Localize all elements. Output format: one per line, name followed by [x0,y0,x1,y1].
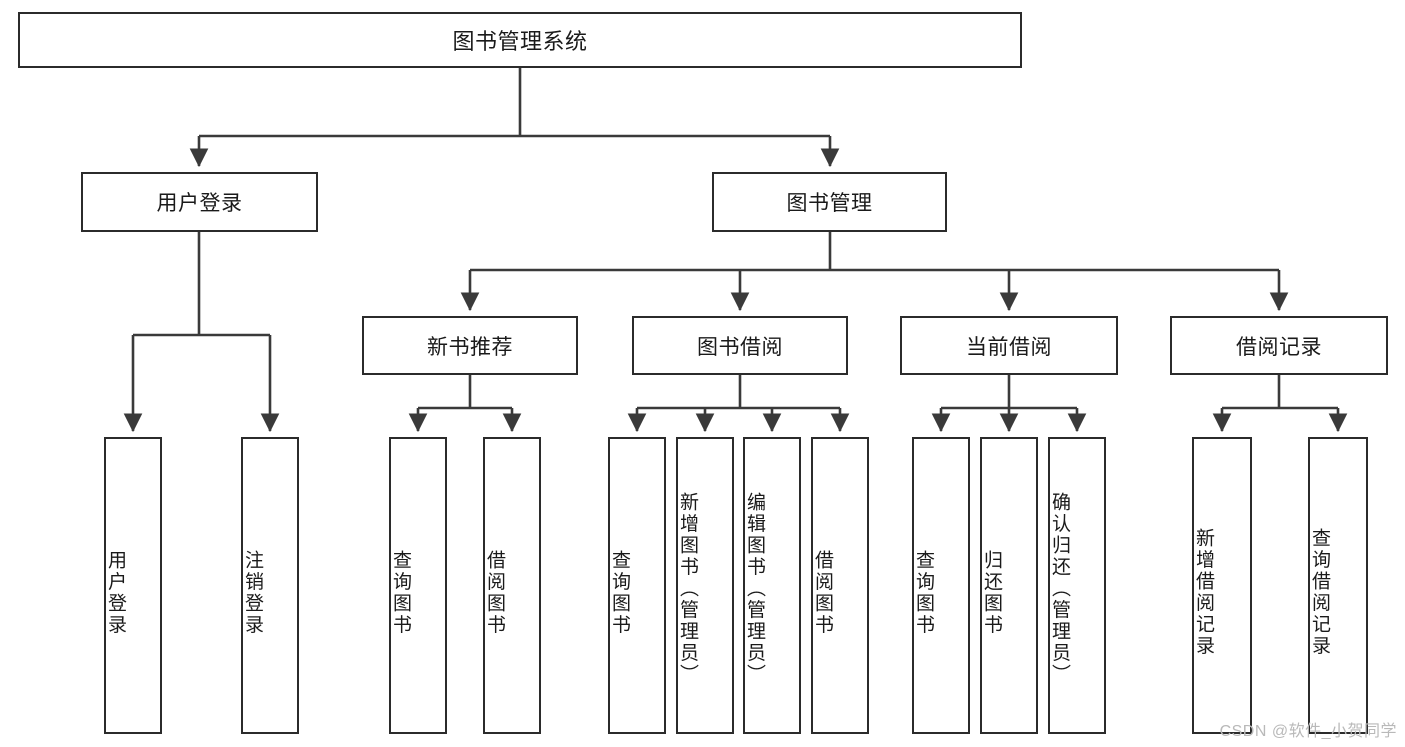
leaf-label: 借阅图书 [484,549,505,636]
leaf-label: 借阅图书 [812,549,833,636]
node-book-borrow[interactable]: 图书借阅 [632,316,848,375]
node-label: 图书管理 [786,192,873,215]
node-label: 当前借阅 [966,335,1052,359]
leaf-label: 查询图书 [609,549,630,636]
leaf-borrow-record-query-record[interactable]: 查询借阅记录 [1308,437,1368,734]
leaf-book-borrow-add-book-admin[interactable]: 新增图书（管理员） [676,437,734,734]
node-current-borrow[interactable]: 当前借阅 [900,316,1118,375]
leaf-book-borrow-query-book[interactable]: 查询图书 [608,437,666,734]
leaf-label: 新增图书（管理员） [677,491,698,686]
leaf-label: 确认归还（管理员） [1049,491,1070,686]
node-borrow-record[interactable]: 借阅记录 [1170,316,1388,375]
leaf-label: 注销登录 [242,549,263,636]
leaf-user-login-login[interactable]: 用户登录 [104,437,162,734]
leaf-label: 用户登录 [105,549,126,636]
node-label: 图书管理系统 [452,29,588,54]
leaf-new-book-query-book[interactable]: 查询图书 [389,437,447,734]
node-root-book-management-system[interactable]: 图书管理系统 [18,12,1022,68]
node-user-login[interactable]: 用户登录 [81,172,318,232]
leaf-new-book-borrow-book[interactable]: 借阅图书 [483,437,541,734]
leaf-label: 查询图书 [390,549,411,636]
leaf-user-login-logout[interactable]: 注销登录 [241,437,299,734]
leaf-borrow-record-add-record[interactable]: 新增借阅记录 [1192,437,1252,734]
node-book-management[interactable]: 图书管理 [712,172,947,232]
node-label: 新书推荐 [427,335,513,359]
leaf-current-borrow-return-book[interactable]: 归还图书 [980,437,1038,734]
node-label: 借阅记录 [1236,335,1322,359]
leaf-current-borrow-confirm-return-admin[interactable]: 确认归还（管理员） [1048,437,1106,734]
node-label: 用户登录 [156,192,243,215]
leaf-label: 编辑图书（管理员） [744,491,765,686]
node-new-book-recommend[interactable]: 新书推荐 [362,316,578,375]
leaf-current-borrow-query-book[interactable]: 查询图书 [912,437,970,734]
leaf-book-borrow-edit-book-admin[interactable]: 编辑图书（管理员） [743,437,801,734]
leaf-label: 查询借阅记录 [1309,528,1330,657]
node-label: 图书借阅 [697,335,783,359]
leaf-book-borrow-borrow-book[interactable]: 借阅图书 [811,437,869,734]
leaf-label: 归还图书 [981,549,1002,636]
leaf-label: 新增借阅记录 [1193,528,1214,657]
leaf-label: 查询图书 [913,549,934,636]
